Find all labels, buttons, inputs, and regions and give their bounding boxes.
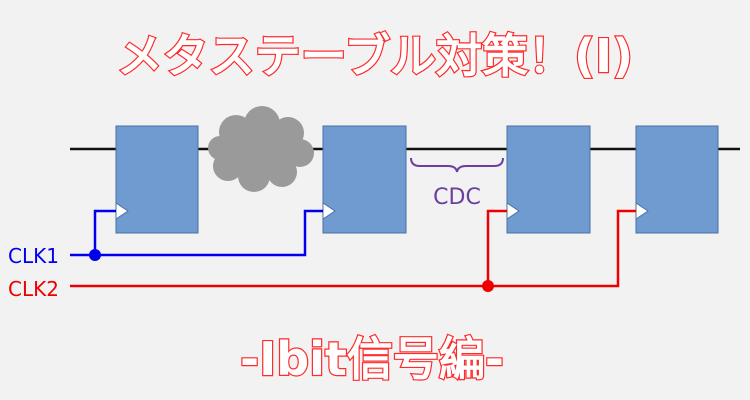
clk1-label: CLK1 — [8, 244, 59, 268]
flipflop-1 — [115, 125, 199, 234]
subtitle: -Ibit信号編- — [240, 332, 504, 386]
flipflop-4 — [635, 125, 719, 234]
flipflop-3 — [506, 125, 591, 234]
clk2-junction — [482, 280, 494, 292]
clk2-wire — [70, 209, 636, 288]
cdc-brace — [410, 157, 504, 173]
clk2-label: CLK2 — [8, 277, 59, 301]
cdc-label: CDC — [433, 185, 481, 210]
clk1-wire — [70, 209, 323, 257]
title: メタステーブル対策！(I) — [117, 29, 633, 83]
flipflop-2 — [322, 125, 407, 234]
clk1-junction — [89, 249, 101, 261]
cloud-icon — [208, 106, 314, 192]
